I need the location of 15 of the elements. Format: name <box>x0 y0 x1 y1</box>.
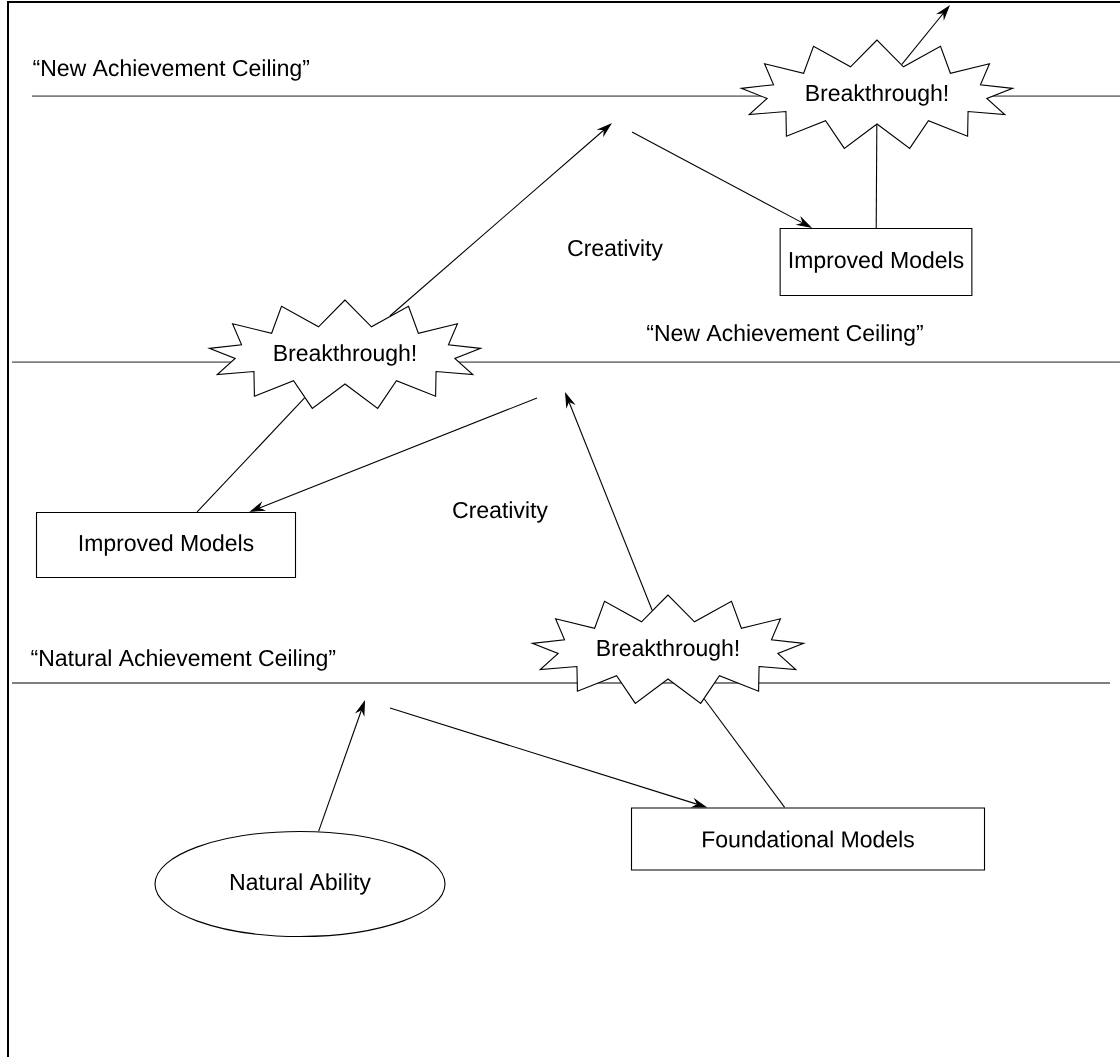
starburst: Breakthrough! <box>207 299 483 410</box>
starburst: Breakthrough! <box>739 39 1015 150</box>
connector-line <box>703 698 786 808</box>
process-box: Improved Models <box>779 227 973 297</box>
label: “New Achievement Ceiling” <box>33 59 310 81</box>
starburst: Breakthrough! <box>530 594 806 705</box>
label: Creativity <box>568 239 663 261</box>
label: “New Achievement Ceiling” <box>647 324 923 346</box>
connector-line <box>196 397 306 513</box>
process-box: Foundational Models <box>630 807 986 871</box>
label: Creativity <box>453 501 548 523</box>
arrow <box>901 5 950 65</box>
process-box: Improved Models <box>35 511 297 579</box>
arrow <box>389 123 612 317</box>
label: “Natural Achievement Ceiling” <box>31 649 336 671</box>
